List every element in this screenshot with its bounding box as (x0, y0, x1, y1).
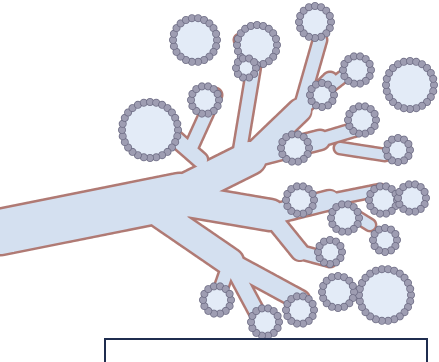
duct-branch (340, 148, 385, 155)
acinar-cell (407, 285, 414, 292)
acinar-cell (274, 312, 281, 319)
acinar-cell (304, 138, 311, 145)
acinar-cell (309, 190, 316, 197)
duct-stem-end (0, 212, 14, 252)
acinar-cell (226, 290, 233, 297)
acinar-cell (329, 85, 336, 92)
acinar-cell (337, 242, 344, 249)
acinar-cell (366, 60, 373, 67)
acinar-cell (272, 35, 279, 42)
acinar-cell (326, 12, 333, 19)
acinar-cell (309, 300, 316, 307)
acinar-cell (349, 282, 356, 289)
acinar-cell (213, 30, 220, 37)
acinar-cell (405, 140, 412, 147)
duct-branch (170, 198, 270, 215)
acinar-cell (214, 90, 221, 97)
acinar-cell (251, 59, 258, 66)
acinar-cell (174, 120, 181, 127)
acinar-cell (421, 188, 428, 195)
acinar-cell (430, 75, 437, 82)
caption-box (104, 338, 428, 362)
acinar-cell (371, 110, 378, 117)
acinar-cell (392, 230, 399, 237)
acinar-cell (354, 208, 361, 215)
